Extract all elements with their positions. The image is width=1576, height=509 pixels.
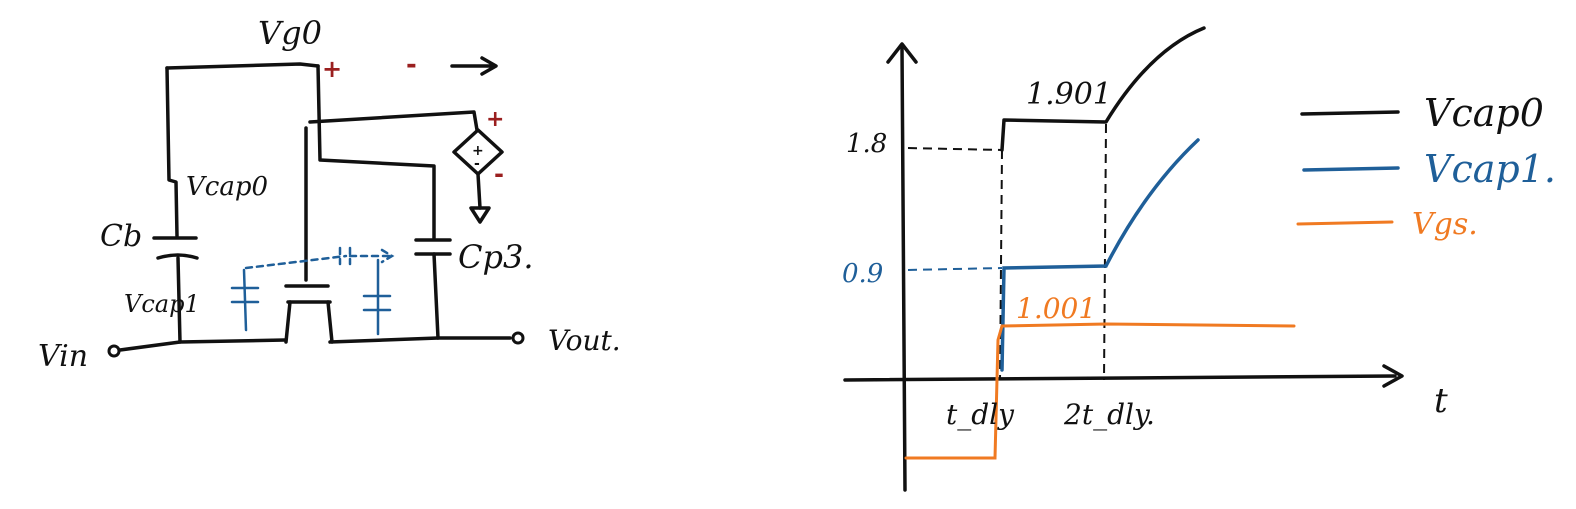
cp3-label: Cp3. [458,238,534,276]
cb-label: Cb [100,219,142,254]
legend: Vcap0 Vcap1. Vgs. [1296,91,1556,242]
source-inner-minus: - [474,156,480,172]
x-tick-t-dly: t_dly [946,398,1015,431]
vcap1-trace [1000,138,1200,372]
x-axis-arrow-icon [1382,364,1404,388]
coupling-cap-dashed [244,246,395,270]
source-top-wire [308,110,479,132]
circuit-schematic: Vg0 Vcap0 Cb Vcap1 Cp3. Vin Vout. + - + … [38,14,621,374]
vgs-trace [904,322,1296,460]
vout-label: Vout. [548,324,621,357]
drain-leg [326,300,334,344]
vout-wire [328,336,512,344]
cb-bottom-wire [176,256,182,344]
vin-wire [118,338,287,352]
left-parasitic-wire [242,268,248,332]
top-minus-sign: - [406,50,417,80]
x-tick-2t-dly: 2t_dly. [1063,398,1155,431]
t-dly-guide [999,149,1003,381]
source-minus-sign: - [494,160,504,188]
legend-swatch-vcap0 [1300,110,1400,116]
vcap0-trace [1000,26,1206,152]
y-tick-1p8: 1.8 [846,129,887,159]
legend-label-vgs: Vgs. [1412,207,1478,242]
source-inner-plus: + [472,143,484,159]
cp3-top-wire [316,64,436,240]
cb-top-wire [165,66,179,238]
source-plus-sign: + [486,107,504,132]
legend-label-vcap1: Vcap1. [1424,147,1556,191]
annotation-1p901: 1.901 [1026,77,1112,112]
legend-label-vcap0: Vcap0 [1424,91,1544,135]
top-plus-sign: + [322,55,342,83]
ground-arrow-icon [469,206,491,224]
y-axis-arrow-icon [886,42,918,64]
direction-arrow-icon [450,56,498,76]
vg0-wire [165,62,320,70]
x-axis [843,374,1397,382]
vin-label: Vin [38,339,88,374]
source-leg [284,300,292,344]
x-axis-label: t [1434,381,1448,421]
legend-swatch-vgs [1296,220,1394,226]
parasitic-caps [230,246,395,336]
vg0-label: Vg0 [258,14,322,52]
right-parasitic-cap [362,294,392,312]
y-tick-0p9: 0.9 [842,259,883,289]
vin-terminal [107,344,121,358]
level-1p8-guide [907,147,1003,151]
source-out-wire [476,172,482,210]
timing-diagram: 1.8 0.9 t_dly 2t_dly. t 1.901 1.001 Vcap… [842,26,1556,492]
y-axis [900,46,907,492]
left-parasitic-cap [230,286,260,304]
cb-plate-bottom [156,253,199,260]
cp3-bottom-wire [432,252,440,340]
level-0p9-guide [907,267,1003,271]
annotation-1p001: 1.001 [1016,292,1096,325]
vout-terminal [511,331,525,345]
legend-swatch-vcap1 [1302,166,1400,172]
vcap0-label: Vcap0 [186,172,268,202]
vcap1-label: Vcap1 [124,290,200,318]
2t-dly-guide [1103,123,1107,381]
